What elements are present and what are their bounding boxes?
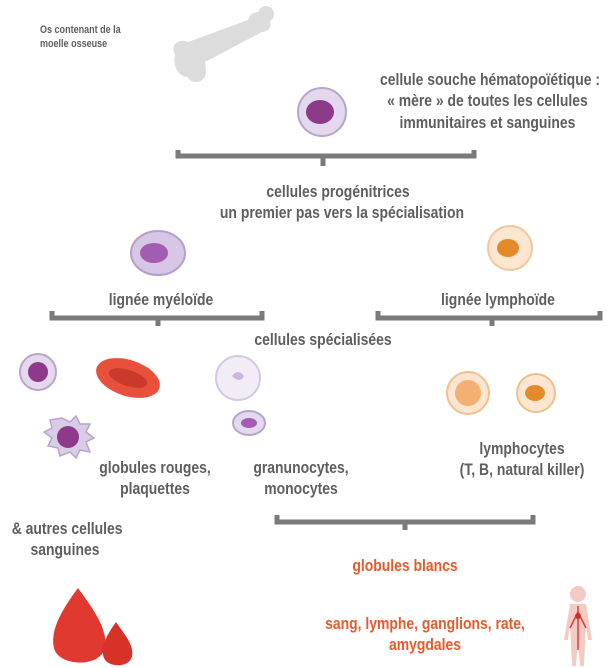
myeloid-bracket <box>49 311 265 326</box>
specialized-label: cellules spécialisées <box>254 330 392 349</box>
myeloid-progenitor-icon <box>130 230 186 276</box>
lymphocytes-label: lymphocytes (T, B, natural killer) <box>450 438 594 481</box>
stem-bracket <box>175 150 477 166</box>
lymphoid-bracket <box>375 311 603 326</box>
granulocytes-label-line: granunocytes, <box>253 458 349 477</box>
locations-label-line: amygdales <box>388 635 462 655</box>
stem-cell-label-line: « mère » de toutes les cellules <box>387 91 588 111</box>
locations-label-line: sang, lymphe, ganglions, rate, <box>325 614 525 633</box>
lymphocytes-label-line: lymphocytes <box>479 439 565 458</box>
stem-cell-icon <box>297 87 347 137</box>
other-cells-label: & autres cellules sanguines <box>11 518 123 561</box>
stem-cell-label: cellule souche hématopoïétique : « mère … <box>380 69 600 133</box>
lymphoid-progenitor-icon <box>487 225 533 271</box>
lymphocyte-large-icon <box>446 371 490 415</box>
lymphoid-label: lignée lymphoïde <box>441 290 555 309</box>
red-cells-label-line: globules rouges, <box>99 458 211 477</box>
bone-label: Os contenant de la moelle osseuse <box>40 24 121 52</box>
progenitor-label-line: cellules progénitrices <box>266 182 410 201</box>
white-cells-label: globules blancs <box>352 556 458 575</box>
red-cells-label-line: plaquettes <box>120 479 190 499</box>
stem-cell-label-line: immunitaires et sanguines <box>399 112 576 132</box>
red-blood-cell-icon <box>96 358 160 398</box>
bone-label-line: moelle osseuse <box>40 37 108 50</box>
myeloid-label: lignée myéloïde <box>108 290 214 309</box>
locations-label: sang, lymphe, ganglions, rate, amygdales <box>323 613 528 656</box>
progenitor-label-line: un premier pas vers la spécialisation <box>219 203 464 223</box>
granulocytes-label-line: monocytes <box>264 479 338 499</box>
stem-cell-label-line: cellule souche hématopoïétique : <box>380 70 600 89</box>
lymphocytes-label-line: (T, B, natural killer) <box>459 460 585 480</box>
human-lymph-icon <box>564 586 592 666</box>
megakaryocyte-icon <box>42 414 96 460</box>
red-cells-label: globules rouges, plaquettes <box>94 457 217 500</box>
myeloblast-icon <box>19 353 57 391</box>
other-cells-label-line: sanguines <box>30 540 100 560</box>
lymphocyte-small-icon <box>516 373 556 413</box>
bone-icon <box>173 6 274 82</box>
granulocytes-label: granunocytes, monocytes <box>248 457 355 500</box>
white-cells-bracket <box>274 515 536 530</box>
blood-drop-icon <box>53 588 133 666</box>
bone-label-line: Os contenant de la <box>40 24 121 36</box>
monocyte-icon <box>232 410 266 436</box>
granulocyte-icon <box>215 355 261 401</box>
progenitor-label: cellules progénitrices un premier pas ve… <box>219 181 464 224</box>
other-cells-label-line: & autres cellules <box>11 519 123 538</box>
